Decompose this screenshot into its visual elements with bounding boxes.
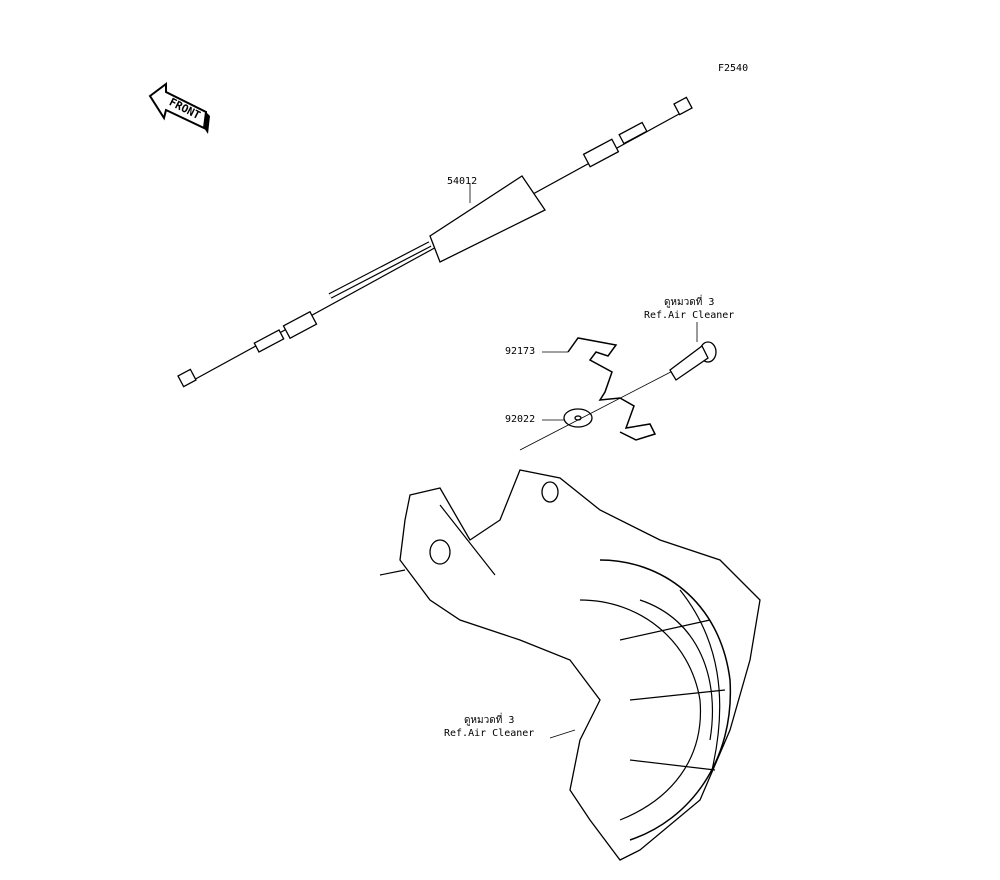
reference-text: Ref.Air Cleaner [444, 728, 535, 739]
washer-92022 [563, 408, 593, 428]
screw [669, 341, 717, 381]
reference-thai: ดูหมวดที่ 3 [663, 297, 715, 308]
part-number-92022[interactable]: 92022 [505, 414, 536, 425]
reference-thai: ดูหมวดที่ 3 [463, 715, 515, 726]
reference-text: Ref.Air Cleaner [644, 310, 735, 321]
air-cleaner-housing [379, 469, 761, 861]
clip-92173 [567, 337, 657, 441]
reference-air-cleaner-bottom[interactable]: ดูหมวดที่ 3 Ref.Air Cleaner [444, 714, 534, 740]
throttle-cable-54012 [177, 96, 693, 388]
part-number-92173[interactable]: 92173 [505, 346, 536, 357]
part-number-54012[interactable]: 54012 [447, 176, 478, 187]
figure-code: F2540 [718, 63, 749, 74]
front-arrow-icon: FRONT [148, 82, 210, 134]
reference-air-cleaner-top[interactable]: ดูหมวดที่ 3 Ref.Air Cleaner [644, 296, 734, 322]
